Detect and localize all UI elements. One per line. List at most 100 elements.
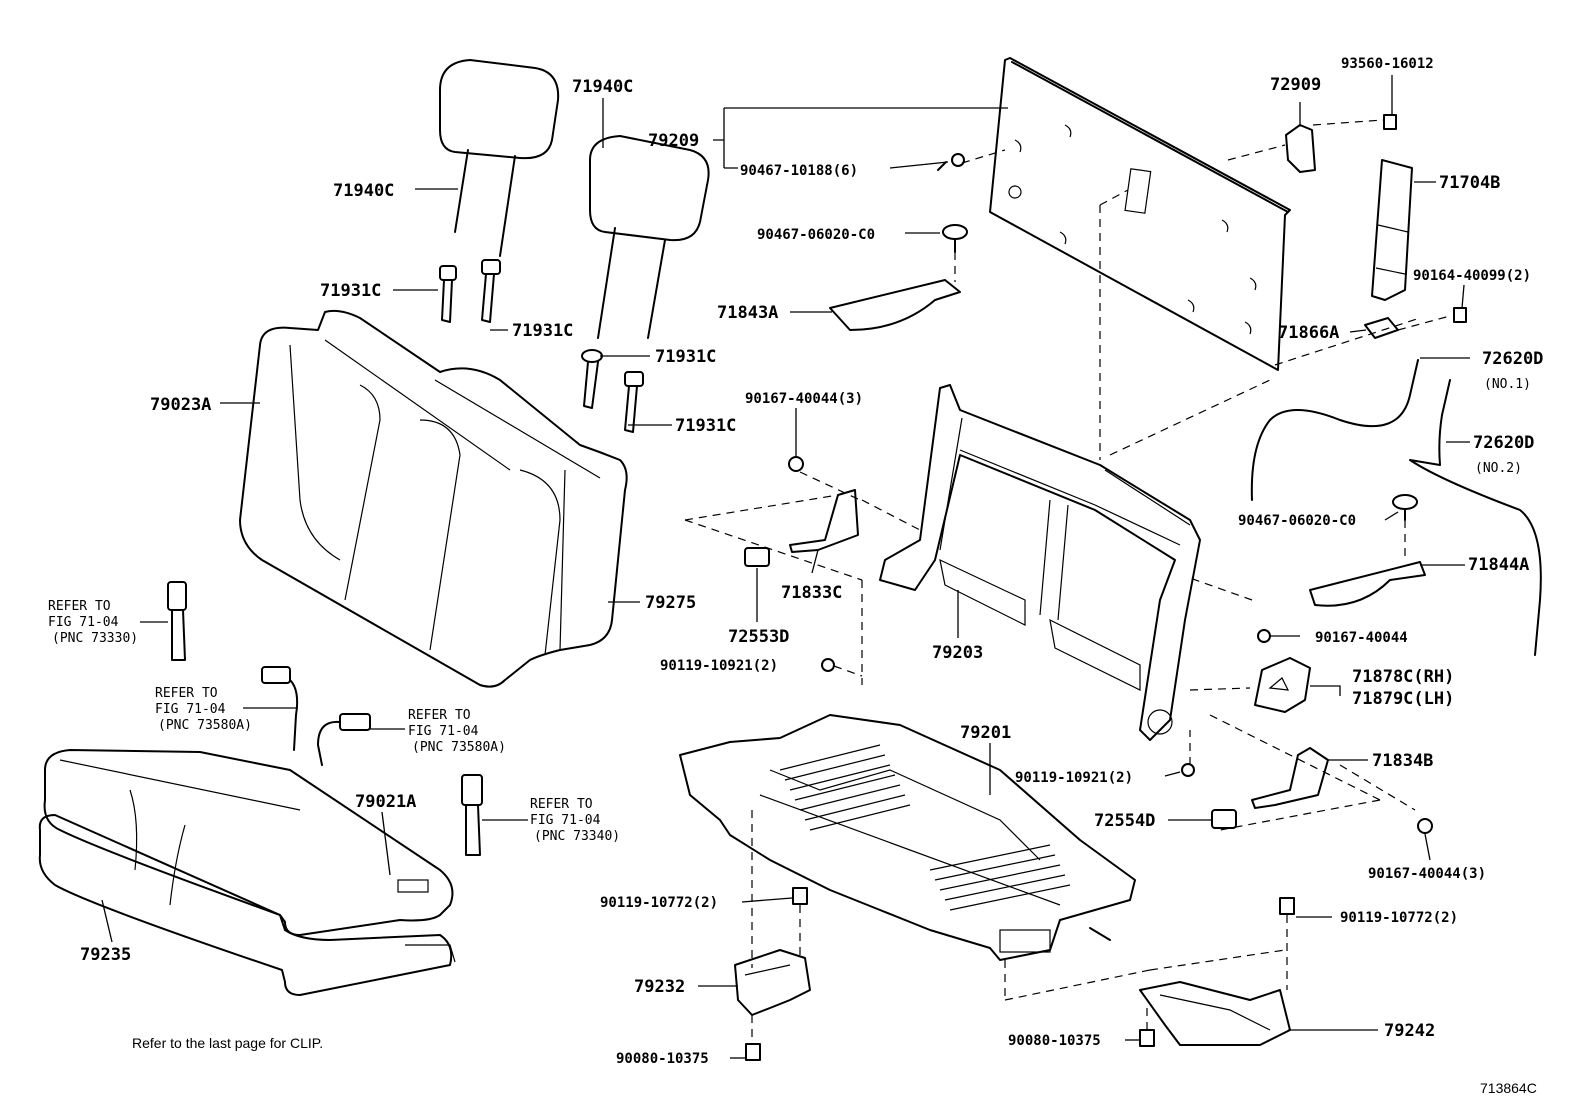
headrest-left xyxy=(439,59,560,257)
label-71940c-right: 71940C xyxy=(572,77,633,97)
headrest-support-a xyxy=(439,265,457,323)
bolt-90119-10772-b xyxy=(1279,897,1295,915)
bolt-90119-10772-a xyxy=(792,887,808,905)
label-71940c-left: 71940C xyxy=(333,181,394,201)
guide-71704b xyxy=(1371,159,1413,301)
seatback-cover xyxy=(239,309,628,688)
svg-text:FIG 71-04: FIG 71-04 xyxy=(48,615,119,630)
bolt-90167-40044 xyxy=(1257,629,1271,643)
svg-text:(PNC 73580A): (PNC 73580A) xyxy=(412,740,506,755)
bracket-79232 xyxy=(734,949,811,1016)
cable-72620d-no2 xyxy=(1409,379,1542,656)
refer-note-73330: REFER TO FIG 71-04 (PNC 73330) xyxy=(48,599,138,646)
label-90119-10921-b: 90119-10921(2) xyxy=(1015,770,1133,786)
bolt-90119-10921-b xyxy=(1181,763,1195,777)
label-71843a: 71843A xyxy=(717,303,778,323)
label-79232: 79232 xyxy=(634,977,685,997)
bracket-71843a xyxy=(829,279,961,331)
frame-slats-upper xyxy=(779,744,911,831)
svg-text:FIG 71-04: FIG 71-04 xyxy=(155,702,226,717)
label-79242: 79242 xyxy=(1384,1021,1435,1041)
label-71931c-d: 71931C xyxy=(675,416,736,436)
label-72620d-no1-sub: (NO.1) xyxy=(1484,377,1531,392)
bracket-71866a xyxy=(1364,317,1399,339)
label-90167-40044: 90167-40044 xyxy=(1315,630,1408,646)
label-71931c-a: 71931C xyxy=(320,281,381,301)
seat-cushion xyxy=(38,749,456,996)
bolt-90119-10921-a xyxy=(821,658,835,672)
svg-text:FIG 71-04: FIG 71-04 xyxy=(408,724,479,739)
svg-text:(PNC 73340): (PNC 73340) xyxy=(534,829,620,844)
label-90080-10375-a: 90080-10375 xyxy=(616,1051,709,1067)
frame-slats-lower xyxy=(929,844,1071,911)
label-71834b: 71834B xyxy=(1372,751,1433,771)
hinge-cover-71878c xyxy=(1254,657,1311,713)
headrest-support-d xyxy=(624,371,644,433)
label-90167-40044-3b: 90167-40044(3) xyxy=(1368,866,1486,882)
cap-72553d xyxy=(744,547,770,567)
label-79209: 79209 xyxy=(648,131,699,151)
svg-text:FIG 71-04: FIG 71-04 xyxy=(530,813,601,828)
cable-72620d-no1 xyxy=(1250,359,1419,501)
bolt-90167-40044-3b xyxy=(1417,818,1433,834)
label-93560-16012: 93560-16012 xyxy=(1341,56,1434,72)
headrest-right xyxy=(589,135,710,339)
label-71704b: 71704B xyxy=(1439,173,1500,193)
headrest-support-c xyxy=(581,349,603,409)
label-71879c-lh: 71879C(LH) xyxy=(1352,689,1454,709)
label-71931c-b: 71931C xyxy=(512,321,573,341)
svg-text:REFER TO: REFER TO xyxy=(48,599,111,614)
svg-text:(PNC 73330): (PNC 73330) xyxy=(52,631,138,646)
label-72620d-no1: 72620D xyxy=(1482,349,1543,369)
svg-text:(PNC 73580A): (PNC 73580A) xyxy=(158,718,252,733)
refer-note-73580a-right: REFER TO FIG 71-04 (PNC 73580A) xyxy=(408,708,506,755)
label-90467-06020-a: 90467-06020-C0 xyxy=(757,227,875,243)
cap-72554d xyxy=(1211,809,1237,829)
svg-text:REFER TO: REFER TO xyxy=(530,797,593,812)
label-72620d-no2-sub: (NO.2) xyxy=(1475,461,1522,476)
headrest-support-b xyxy=(481,259,501,323)
label-90467-06020-b: 90467-06020-C0 xyxy=(1238,513,1356,529)
belt-buckle-73580a-right xyxy=(317,713,371,766)
seatback-frame xyxy=(879,384,1201,741)
clip-90467-06020-b xyxy=(1392,494,1418,521)
label-71833c: 71833C xyxy=(781,583,842,603)
back-board xyxy=(989,57,1291,371)
label-90467-10188: 90467-10188(6) xyxy=(740,163,858,179)
label-90119-10772-b: 90119-10772(2) xyxy=(1340,910,1458,926)
belt-buckle-73580a-left xyxy=(261,666,299,751)
bolt-93560 xyxy=(1383,114,1397,130)
label-79235: 79235 xyxy=(80,945,131,965)
bolt-90080-b xyxy=(1139,1029,1155,1047)
bracket-71844a xyxy=(1309,561,1426,607)
label-72620d-no2: 72620D xyxy=(1473,433,1534,453)
label-90119-10921-a: 90119-10921(2) xyxy=(660,658,778,674)
belt-buckle-73340 xyxy=(461,774,483,856)
svg-text:REFER TO: REFER TO xyxy=(155,686,218,701)
label-79275: 79275 xyxy=(645,593,696,613)
label-90164-40099: 90164-40099(2) xyxy=(1413,268,1531,284)
label-90080-10375-b: 90080-10375 xyxy=(1008,1033,1101,1049)
clip-footnote: Refer to the last page for CLIP. xyxy=(132,1035,323,1051)
seat-cushion-frame xyxy=(679,714,1136,961)
svg-text:REFER TO: REFER TO xyxy=(408,708,471,723)
bracket-71834b xyxy=(1251,747,1329,809)
screw-90467-10188 xyxy=(937,153,965,171)
label-71844a: 71844A xyxy=(1468,555,1529,575)
clip-90467-06020-a xyxy=(942,224,968,253)
bolt-90167-40044-3a xyxy=(788,456,804,472)
label-72553d: 72553D xyxy=(728,627,789,647)
label-71931c-c: 71931C xyxy=(655,347,716,367)
label-72909: 72909 xyxy=(1270,75,1321,95)
refer-note-73340: REFER TO FIG 71-04 (PNC 73340) xyxy=(530,797,620,844)
label-71866a: 71866A xyxy=(1278,323,1339,343)
bracket-71833c xyxy=(789,489,859,553)
label-79201: 79201 xyxy=(960,723,1011,743)
leader-lines xyxy=(101,75,1470,1059)
figure-id: 713864C xyxy=(1480,1080,1537,1096)
label-90167-40044-3a: 90167-40044(3) xyxy=(745,391,863,407)
bolt-90164 xyxy=(1453,307,1467,323)
label-79023a: 79023A xyxy=(150,395,211,415)
label-79021a: 79021A xyxy=(355,792,416,812)
